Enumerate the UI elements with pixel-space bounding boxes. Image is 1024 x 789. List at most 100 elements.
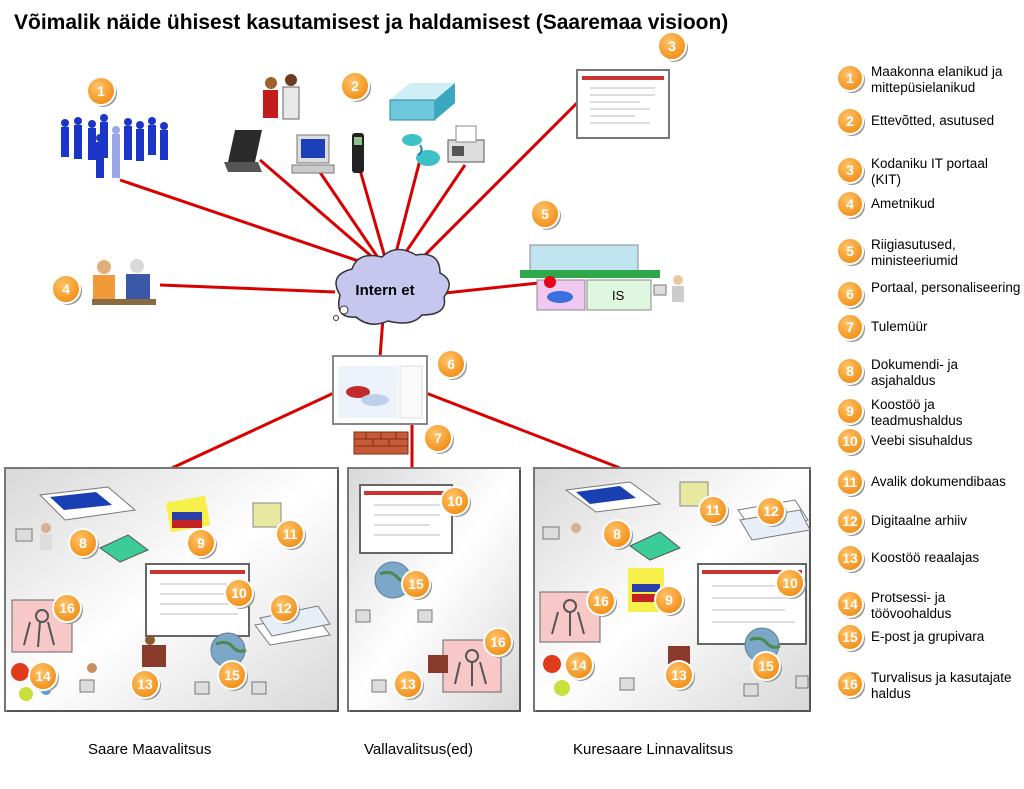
badge-number: 16 — [842, 676, 858, 692]
badge-number: 10 — [231, 585, 247, 601]
badge-number: 11 — [706, 502, 721, 518]
legend-label: Avalik dokumendibaas — [871, 474, 1006, 489]
number-badge: 15 — [401, 569, 432, 600]
number-badge: 10 — [440, 486, 471, 517]
number-badge: 7 — [423, 423, 454, 454]
business-people-icon — [263, 74, 300, 120]
link-panel3 — [425, 391, 621, 470]
number-badge: 9 — [186, 528, 217, 559]
legend-label: Turvalisus ja kasutajate haldus — [871, 670, 1012, 701]
legend-label: Koostöö ja teadmushaldus — [871, 397, 963, 428]
number-badge: 13 — [130, 669, 161, 700]
panel-saare-maavalitsus — [4, 467, 339, 712]
number-badge: 10 — [775, 568, 806, 599]
number-badge: 5 — [836, 237, 865, 266]
mobile-phone-icon — [352, 133, 364, 173]
badge-number: 15 — [224, 667, 240, 683]
badge-number: 1 — [846, 70, 854, 86]
number-badge: 9 — [654, 585, 685, 616]
badge-number: 10 — [447, 493, 463, 509]
badge-number: 13 — [671, 667, 687, 683]
is-label: IS — [612, 288, 625, 303]
number-badge: 4 — [836, 190, 865, 219]
badge-number: 6 — [447, 356, 455, 372]
number-badge: 1 — [836, 64, 865, 93]
number-badge: 13 — [393, 669, 424, 700]
legend-label: Koostöö reaalajas — [871, 550, 980, 565]
badge-number: 16 — [59, 600, 75, 616]
badge-number: 4 — [846, 196, 854, 212]
number-badge: 14 — [28, 661, 59, 692]
badge-number: 10 — [782, 575, 798, 591]
badge-number: 3 — [668, 38, 676, 54]
badge-number: 12 — [763, 503, 779, 519]
legend-label: Digitaalne arhiiv — [871, 513, 968, 528]
number-badge: 8 — [68, 528, 99, 559]
badge-number: 5 — [846, 243, 854, 259]
number-badge: 7 — [836, 313, 865, 342]
firewall-icon — [353, 431, 409, 455]
page-title: Võimalik näide ühisest kasutamisest ja h… — [14, 11, 729, 34]
badge-number: 5 — [541, 206, 549, 222]
internet-cloud-icon — [333, 248, 450, 325]
link-mobile — [358, 169, 390, 269]
badge-number: 8 — [79, 535, 87, 551]
legend-label: Portaal, personaliseering — [871, 280, 1021, 295]
number-badge: 5 — [530, 199, 561, 230]
laptop-icon — [224, 130, 262, 172]
number-badge: 11 — [836, 468, 865, 497]
number-badge: 3 — [836, 156, 865, 185]
badge-number: 12 — [276, 600, 292, 616]
legend-label: Maakonna elanikud ja mittepüsielanikud — [871, 64, 1003, 95]
badge-number: 9 — [197, 535, 205, 551]
badge-number: 11 — [843, 474, 858, 490]
number-badge: 13 — [836, 544, 865, 573]
legend-label: Ametnikud — [871, 196, 935, 211]
number-badge: 12 — [756, 496, 787, 527]
badge-number: 15 — [758, 658, 774, 674]
badge-number: 3 — [846, 162, 854, 178]
badge-number: 6 — [846, 286, 854, 302]
legend-label: Ettevõtted, asutused — [871, 113, 995, 128]
badge-number: 13 — [400, 676, 416, 692]
link-desktop — [313, 164, 387, 269]
number-badge: 9 — [836, 397, 865, 426]
number-badge: 13 — [664, 660, 695, 691]
badge-number: 8 — [846, 363, 854, 379]
link-portal — [403, 98, 582, 277]
fax-machine-icon — [447, 125, 485, 163]
kit-portal-screenshot — [576, 69, 670, 139]
link-government — [444, 280, 549, 295]
badge-number: 15 — [842, 629, 858, 645]
panel-label-vallavalitsused: Vallavalitsus(ed) — [364, 741, 473, 758]
legend-label: Veebi sisuhaldus — [871, 433, 973, 448]
badge-number: 14 — [842, 596, 858, 612]
badge-number: 12 — [842, 513, 858, 529]
badge-number: 4 — [62, 281, 70, 297]
number-badge: 8 — [602, 519, 633, 550]
number-badge: 14 — [564, 650, 595, 681]
badge-number: 16 — [593, 593, 609, 609]
number-badge: 16 — [483, 627, 514, 658]
badge-number: 13 — [137, 676, 153, 692]
central-portal-screenshot — [332, 355, 428, 425]
office-building-icon — [389, 83, 455, 121]
number-badge: 16 — [586, 586, 617, 617]
number-badge: 1 — [86, 76, 117, 107]
number-badge: 6 — [436, 349, 467, 380]
number-badge: 15 — [217, 660, 248, 691]
number-badge: 10 — [836, 427, 865, 456]
number-badge: 15 — [751, 651, 782, 682]
badge-number: 15 — [408, 576, 424, 592]
network-links — [119, 98, 621, 470]
badge-number: 13 — [842, 550, 858, 566]
legend-label: E-post ja grupivara — [871, 629, 985, 644]
badge-number: 14 — [571, 657, 587, 673]
legend-label: Tulemüür — [871, 319, 928, 334]
number-badge: 2 — [340, 71, 371, 102]
badge-number: 7 — [846, 319, 854, 335]
number-badge: 16 — [52, 593, 83, 624]
